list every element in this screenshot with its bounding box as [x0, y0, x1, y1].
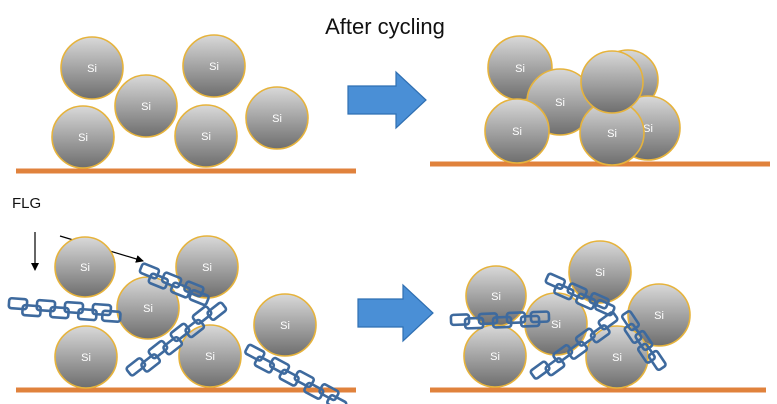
process-arrow-top [347, 70, 427, 130]
si-label: Si [202, 262, 212, 274]
si-label: Si [87, 63, 97, 75]
si-particle: Si [579, 100, 645, 166]
si-label: Si [551, 319, 561, 331]
si-particle: Si [484, 98, 550, 164]
si-particle: Si [245, 86, 309, 150]
si-particle [580, 50, 644, 114]
si-label: Si [491, 291, 501, 303]
si-label: Si [490, 351, 500, 363]
si-label: Si [80, 262, 90, 274]
si-label: Si [78, 132, 88, 144]
si-label: Si [209, 61, 219, 73]
si-label: Si [143, 303, 153, 315]
si-particle: Si [174, 104, 238, 168]
si-particle: Si [182, 34, 246, 98]
si-label: Si [201, 131, 211, 143]
si-label: Si [607, 128, 617, 140]
si-label: Si [272, 113, 282, 125]
si-particle: Si [178, 324, 242, 388]
process-arrow-bottom [357, 283, 434, 343]
si-particle: Si [116, 276, 180, 340]
si-label: Si [512, 126, 522, 138]
diagram-title: After cycling [325, 14, 445, 39]
si-label: Si [612, 352, 622, 364]
si-label: Si [643, 123, 653, 135]
si-particle: Si [253, 293, 317, 357]
si-particle: Si [114, 74, 178, 138]
si-particle: Si [54, 325, 118, 389]
si-label: Si [141, 101, 151, 113]
flg-chain [7, 296, 122, 324]
si-label: Si [280, 320, 290, 332]
si-label: Si [654, 310, 664, 322]
flg-label: FLG [12, 195, 41, 212]
si-label: Si [81, 352, 91, 364]
si-particle: Si [60, 36, 124, 100]
si-label: Si [205, 351, 215, 363]
si-particle: Si [51, 105, 115, 169]
si-label: Si [515, 63, 525, 75]
si-label: Si [555, 97, 565, 109]
si-label: Si [595, 267, 605, 279]
si-particle: Si [463, 324, 527, 388]
si-particle: Si [54, 236, 116, 298]
